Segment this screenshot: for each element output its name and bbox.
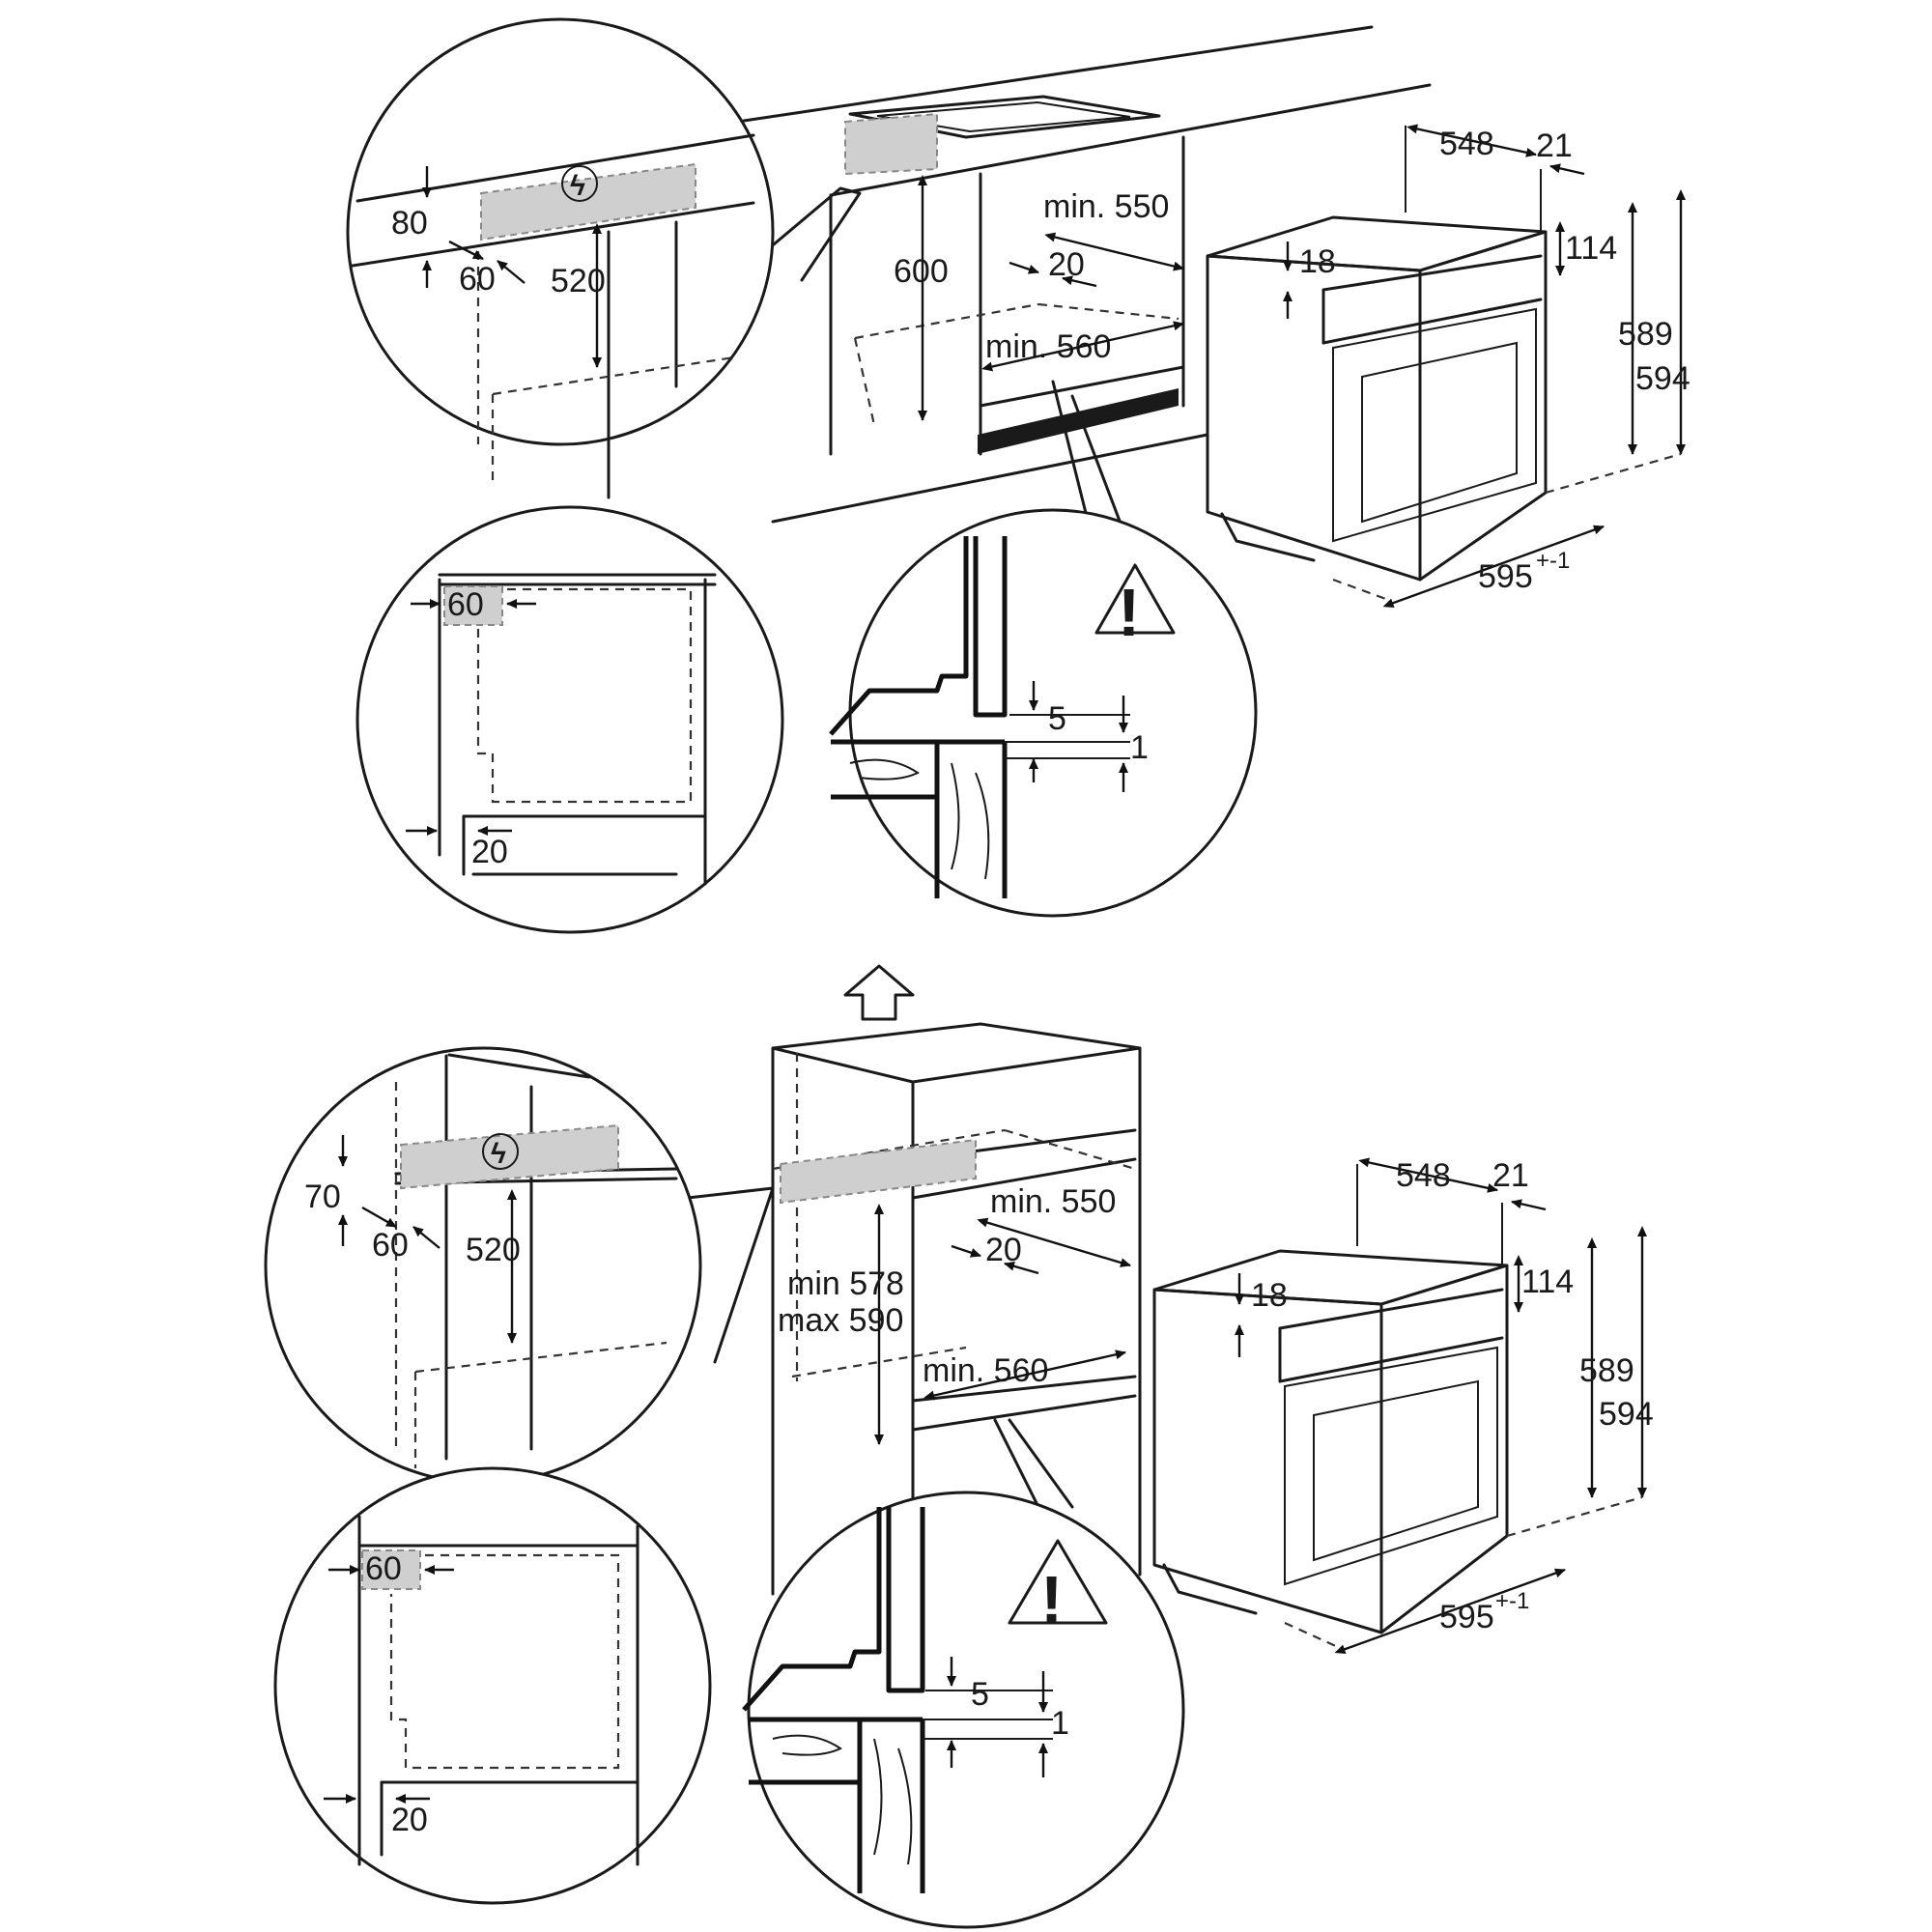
top-detail-5: 5 [1048, 700, 1066, 737]
bottom-side-60: 60 [365, 1550, 402, 1587]
top-detail-1: 1 [1130, 729, 1149, 766]
bottom-side-20: 20 [391, 1802, 428, 1838]
bottom-oven: 548 21 18 114 589 594 595 +-1 [1152, 1157, 1654, 1655]
top-oven: 548 21 18 114 589 594 595 +-1 [1206, 124, 1690, 609]
top-side-detail: 60 20 [355, 505, 784, 934]
top-side-20: 20 [471, 834, 508, 870]
bottom-socket-520: 520 [466, 1232, 521, 1268]
top-oven-548: 548 [1439, 126, 1494, 162]
bottom-niche-max590: max 590 [778, 1302, 903, 1339]
bottom-niche-20: 20 [985, 1232, 1022, 1268]
electric-bolt-icon-2 [482, 1133, 519, 1170]
top-oven-595: 595 [1478, 558, 1533, 595]
bottom-detail-5: 5 [971, 1676, 989, 1713]
up-arrow-icon [843, 964, 915, 1021]
top-socket-60: 60 [459, 261, 496, 298]
electric-bolt-icon [561, 165, 598, 202]
electric-bolt-glyph: ϟ [570, 170, 585, 202]
bottom-oven-21: 21 [1492, 1157, 1529, 1194]
electric-bolt-glyph-2: ϟ [491, 1138, 506, 1170]
bottom-oven-589: 589 [1579, 1352, 1634, 1389]
bottom-socket-60: 60 [372, 1227, 409, 1264]
top-socket-520: 520 [551, 263, 606, 299]
top-oven-tolerance: +-1 [1536, 548, 1570, 574]
top-niche-600: 600 [894, 253, 949, 290]
top-niche-min560: min. 560 [985, 328, 1111, 365]
top-oven-114: 114 [1565, 230, 1617, 267]
bottom-trim-detail: ! 5 1 [742, 1418, 1185, 1929]
top-oven-21: 21 [1536, 128, 1573, 164]
warning-triangle-icon-2: ! [1040, 1562, 1063, 1637]
bottom-oven-tolerance: +-1 [1495, 1588, 1529, 1614]
bottom-oven-594: 594 [1599, 1396, 1654, 1433]
bottom-oven-595: 595 [1439, 1599, 1494, 1635]
top-oven-18: 18 [1299, 243, 1336, 280]
bottom-socket-detail: ϟ 70 60 520 [264, 1046, 775, 1485]
top-niche-min550: min. 550 [1043, 188, 1169, 225]
bottom-oven-548: 548 [1396, 1157, 1451, 1194]
bottom-niche-dims: min 578 max 590 min. 550 20 min. 560 [778, 1183, 1131, 1445]
bottom-detail-1: 1 [1051, 1705, 1069, 1742]
top-oven-589: 589 [1618, 316, 1673, 353]
bottom-socket-70: 70 [304, 1179, 341, 1215]
top-oven-594: 594 [1635, 360, 1690, 397]
top-trim-detail: ! 5 1 [829, 380, 1258, 918]
top-socket-80: 80 [391, 205, 428, 242]
bottom-niche-min550: min. 550 [990, 1183, 1116, 1220]
top-side-60: 60 [447, 586, 484, 623]
top-socket-detail: ϟ 80 60 520 [346, 17, 862, 499]
bottom-tall-cabinet [771, 1022, 1142, 1596]
bottom-oven-18: 18 [1251, 1277, 1288, 1314]
bottom-niche-min578: min 578 [787, 1265, 904, 1302]
warning-triangle-icon: ! [1118, 575, 1140, 650]
top-niche-20: 20 [1048, 246, 1085, 283]
top-niche-dims: 600 min. 550 20 min. 560 [894, 175, 1184, 421]
bottom-oven-114: 114 [1521, 1264, 1574, 1300]
bottom-side-detail: 60 20 [273, 1466, 712, 1905]
